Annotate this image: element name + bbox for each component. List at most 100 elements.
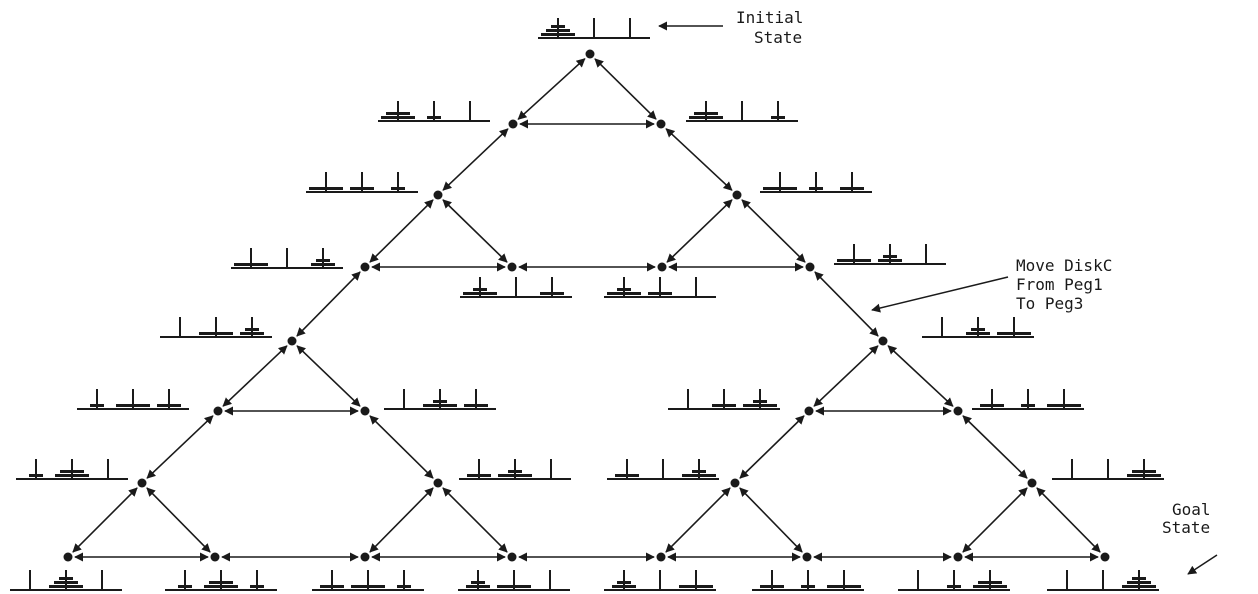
- disk: [771, 116, 785, 119]
- transition-edge: [442, 128, 509, 191]
- disk: [250, 585, 264, 588]
- goal-label-line2: State: [1162, 518, 1210, 537]
- goal-state-arrow: [1187, 554, 1218, 575]
- move-annotation-arrow: [871, 276, 1009, 313]
- initial-state-annotation: Initial State: [658, 8, 803, 47]
- peg-state-icon: [165, 570, 277, 591]
- goal-state-annotation: Goal State: [1162, 500, 1218, 575]
- move-label-line3: To Peg3: [1016, 294, 1083, 313]
- state-node: [433, 478, 443, 488]
- state-node: [804, 406, 814, 416]
- disk: [760, 585, 784, 588]
- disk: [883, 255, 897, 258]
- disk: [116, 404, 150, 407]
- disk: [245, 328, 259, 331]
- state-nodes: [63, 49, 1110, 562]
- disk: [54, 581, 78, 584]
- disk: [546, 29, 570, 32]
- state-node: [953, 406, 963, 416]
- disk: [391, 187, 405, 190]
- initial-label-line1: Initial: [736, 8, 803, 27]
- peg-state-icon: [604, 277, 716, 298]
- disk: [1047, 404, 1081, 407]
- disk: [234, 263, 268, 266]
- disk: [90, 404, 104, 407]
- state-node: [878, 336, 888, 346]
- peg-state-icon: [460, 277, 572, 298]
- state-node: [507, 262, 517, 272]
- goal-label-line1: Goal: [1172, 500, 1211, 519]
- disk: [464, 404, 488, 407]
- peg-state-icon: [898, 570, 1010, 591]
- transition-edge: [517, 58, 586, 120]
- peg-state-icon: [972, 389, 1084, 410]
- move-label-line2: From Peg1: [1016, 275, 1103, 294]
- disk: [809, 187, 823, 190]
- disk: [320, 585, 344, 588]
- move-annotation: Move DiskC From Peg1 To Peg3: [871, 256, 1112, 313]
- disk: [551, 25, 565, 28]
- state-node: [585, 49, 595, 59]
- disk: [471, 581, 485, 584]
- state-node: [805, 262, 815, 272]
- peg-state-icon: [384, 389, 496, 410]
- transition-edge: [887, 345, 954, 407]
- disk: [540, 292, 564, 295]
- state-node: [360, 406, 370, 416]
- disk: [607, 292, 641, 295]
- disk: [1132, 470, 1156, 473]
- initial-label-line2: State: [754, 28, 802, 47]
- state-node: [63, 552, 73, 562]
- state-node: [210, 552, 220, 562]
- disk: [386, 112, 410, 115]
- disk: [473, 288, 487, 291]
- disk: [679, 585, 713, 588]
- peg-state-icon: [607, 459, 719, 480]
- disk: [712, 404, 736, 407]
- disk: [423, 404, 457, 407]
- state-node: [360, 552, 370, 562]
- transition-edge: [146, 487, 211, 553]
- transition-edge: [814, 271, 879, 337]
- disk: [466, 585, 490, 588]
- state-transition-edges: [72, 58, 1101, 562]
- disk: [682, 474, 716, 477]
- disk: [966, 332, 990, 335]
- state-node: [656, 552, 666, 562]
- transition-edge: [369, 199, 434, 263]
- disk: [612, 585, 636, 588]
- transition-edge: [741, 199, 806, 263]
- disk: [316, 259, 330, 262]
- peg-state-icon: [312, 570, 424, 591]
- peg-state-icons: [10, 18, 1164, 591]
- transition-edge: [369, 487, 434, 553]
- transition-edge: [146, 415, 214, 479]
- state-node: [730, 478, 740, 488]
- disk: [427, 116, 441, 119]
- disk: [433, 400, 447, 403]
- transition-edge: [442, 487, 508, 553]
- state-node: [732, 190, 742, 200]
- disk: [157, 404, 181, 407]
- transition-edge: [72, 487, 138, 553]
- peg-state-icon: [160, 317, 272, 338]
- disk: [49, 585, 83, 588]
- peg-state-icon: [1047, 570, 1159, 591]
- disk: [55, 474, 89, 477]
- state-node: [657, 262, 667, 272]
- peg-state-icon: [604, 570, 716, 591]
- disk: [204, 585, 238, 588]
- disk: [615, 474, 639, 477]
- disk: [743, 404, 777, 407]
- state-node: [137, 478, 147, 488]
- disk: [827, 585, 861, 588]
- disk: [978, 581, 1002, 584]
- state-node: [953, 552, 963, 562]
- transition-edge: [962, 415, 1028, 479]
- disk: [29, 474, 43, 477]
- disk: [199, 332, 233, 335]
- disk: [59, 577, 73, 580]
- transition-edge: [739, 487, 803, 553]
- disk: [617, 581, 631, 584]
